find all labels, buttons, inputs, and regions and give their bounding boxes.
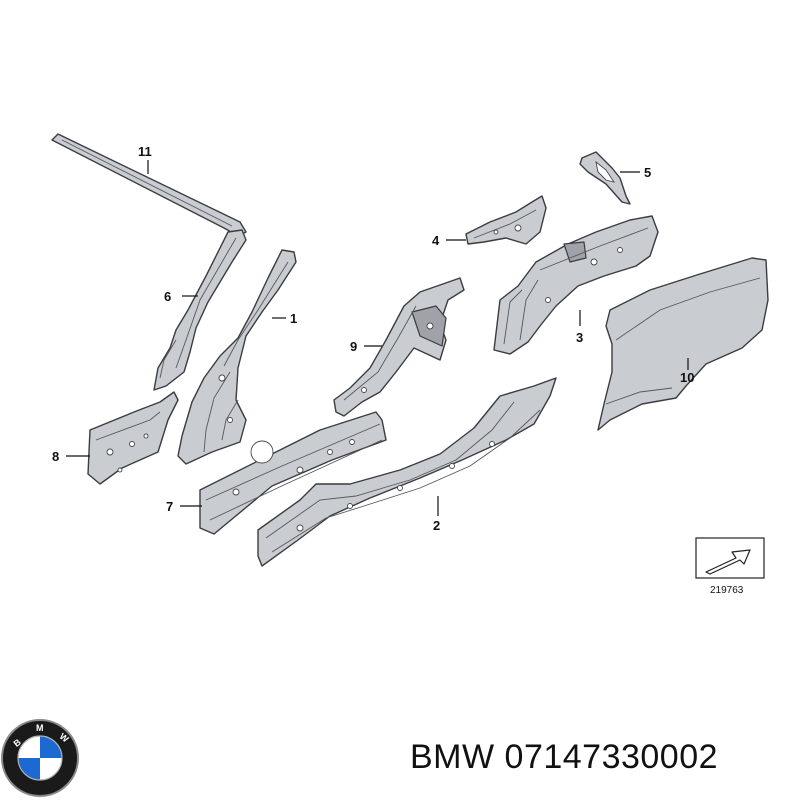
callout-4: 4 — [432, 233, 440, 248]
callout-1: 1 — [290, 311, 297, 326]
reference-number: 219763 — [710, 585, 744, 596]
part-9-bracket — [333, 277, 465, 417]
callout-8: 8 — [52, 449, 59, 464]
part-6-a-pillar — [153, 229, 247, 391]
callout-5: 5 — [644, 165, 651, 180]
callout-10: 10 — [680, 370, 694, 385]
leader-lines — [66, 160, 689, 516]
part-8-panel — [87, 391, 179, 485]
part-2-rocker — [257, 377, 557, 567]
callout-7: 7 — [166, 499, 173, 514]
part-5-gusset — [579, 151, 631, 205]
part-3-wheel-house — [493, 215, 659, 355]
callout-3: 3 — [576, 330, 583, 345]
svg-text:B: B — [12, 737, 24, 749]
callout-6: 6 — [164, 289, 171, 304]
part-11-roof-rail — [51, 133, 247, 237]
part-7-sill — [199, 411, 387, 535]
part-4-bracket — [465, 195, 547, 245]
part-1-b-pillar — [177, 249, 297, 465]
part-number-caption: BMW 07147330002 — [410, 738, 719, 776]
reference-box: 219763 — [695, 537, 765, 596]
callout-11: 11 — [138, 144, 152, 159]
svg-text:M: M — [36, 723, 44, 733]
callout-labels: 11 6 1 8 7 9 4 5 3 10 2 — [52, 144, 694, 533]
arrow-icon — [705, 549, 751, 575]
part-10-side-panel — [597, 257, 769, 431]
callout-2: 2 — [433, 518, 440, 533]
callout-9: 9 — [350, 339, 357, 354]
bmw-logo: B M W — [1, 719, 79, 797]
